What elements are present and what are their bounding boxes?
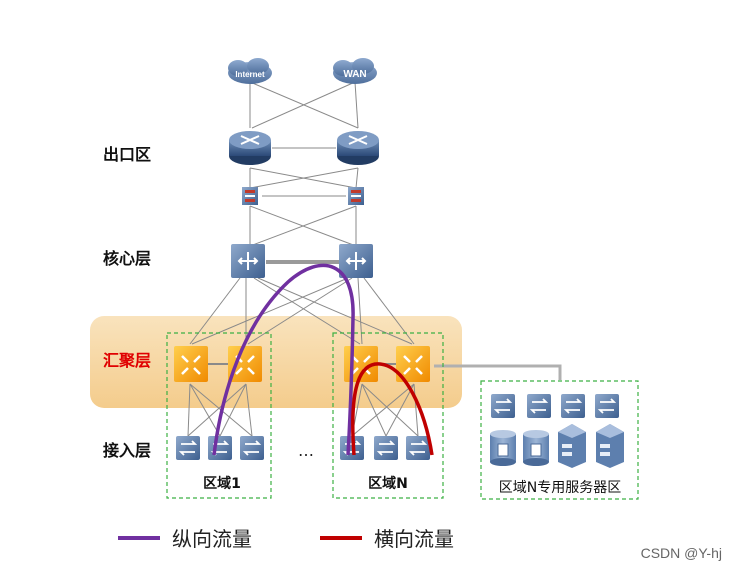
- server-zone-box: [480, 380, 639, 500]
- server-zone-switch-1-icon: [491, 394, 515, 418]
- layer-label-aggregation: 汇聚层: [103, 351, 151, 370]
- legend-horizontal-label: 横向流量: [374, 527, 454, 551]
- firewall-right-icon: [348, 187, 364, 205]
- vertical-traffic-path: [212, 263, 355, 456]
- server-zone-uplink: [434, 364, 562, 380]
- layer-label-core: 核心层: [103, 249, 151, 268]
- access-switch-nc-icon: [406, 436, 430, 460]
- zone-ellipsis: …: [298, 441, 314, 460]
- server-zone-switch-3-icon: [561, 394, 585, 418]
- storage-2-icon: [523, 430, 549, 466]
- zone1-label: 区域1: [203, 475, 241, 492]
- internet-cloud-icon: Internet: [228, 58, 272, 84]
- watermark: CSDN @Y-hj: [641, 545, 722, 561]
- firewall-left-icon: [242, 187, 258, 205]
- aggregation-band: [90, 316, 462, 408]
- server-zone-switch-2-icon: [527, 394, 551, 418]
- egress-router-left-icon: [229, 131, 271, 165]
- access-switch-1b-icon: [208, 436, 232, 460]
- horizontal-traffic-path: [351, 362, 434, 456]
- layer-label-egress: 出口区: [103, 145, 151, 164]
- internet-label: Internet: [235, 70, 265, 79]
- access-switch-nb-icon: [374, 436, 398, 460]
- wan-label: WAN: [343, 69, 366, 80]
- core-switch-right-icon: [339, 244, 373, 278]
- legend: 纵向流量 横向流量: [118, 527, 454, 551]
- storage-1-icon: [490, 430, 516, 466]
- server-1-icon: [558, 424, 586, 468]
- access-switch-1a-icon: [176, 436, 200, 460]
- agg-switch-nb-icon: [396, 346, 430, 382]
- layer-label-access: 接入层: [103, 441, 151, 460]
- core-switch-left-icon: [231, 244, 265, 278]
- server-2-icon: [596, 424, 624, 468]
- egress-router-right-icon: [337, 131, 379, 165]
- zoneN-box: [332, 332, 444, 499]
- zone1-box: [166, 332, 272, 499]
- legend-vertical-label: 纵向流量: [172, 527, 252, 551]
- agg-switch-1a-icon: [174, 346, 208, 382]
- server-zone-label: 区域N专用服务器区: [499, 480, 621, 496]
- zoneN-label: 区域N: [368, 475, 408, 492]
- wan-cloud-icon: WAN: [333, 58, 377, 84]
- access-switch-1c-icon: [240, 436, 264, 460]
- server-zone-switch-4-icon: [595, 394, 619, 418]
